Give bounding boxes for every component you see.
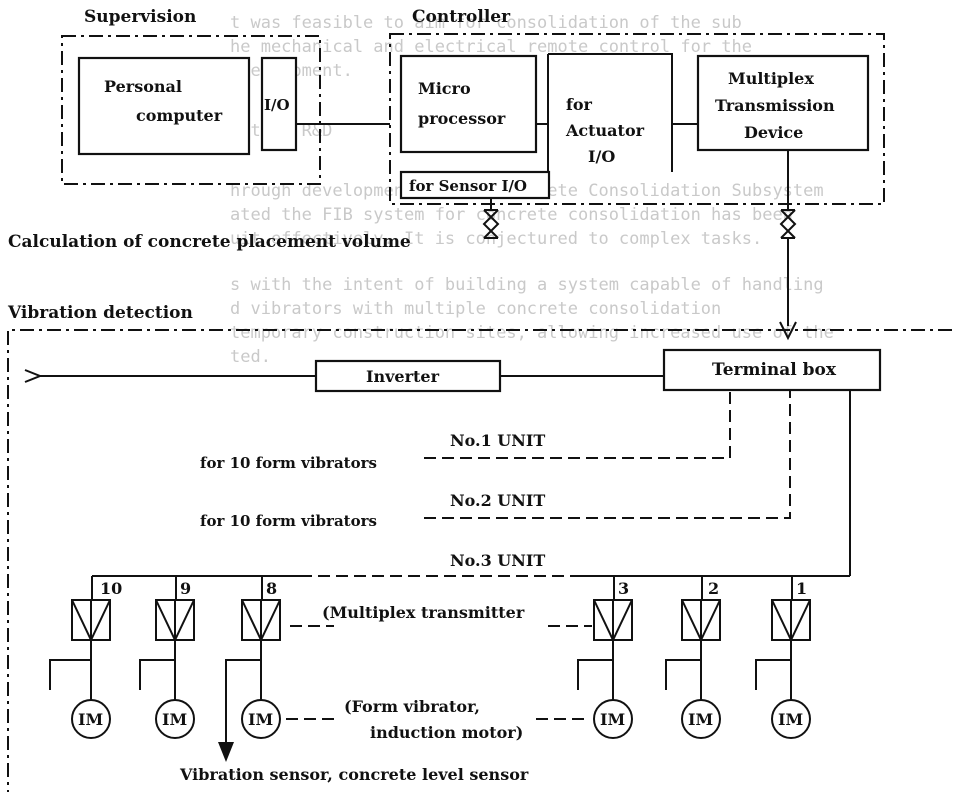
- bg-line-1: t was feasible to aim for consolidation …: [230, 13, 742, 33]
- multiplex-valve-icon: [779, 209, 797, 239]
- transmitter-2: 2 IM: [665, 576, 721, 739]
- unit1-description: for 10 form vibrators: [200, 454, 377, 472]
- unit1-line: [424, 390, 731, 459]
- microprocessor-block: [399, 54, 538, 154]
- sensor-label: Vibration sensor, concrete level sensor: [179, 765, 529, 784]
- motor-label: IM: [600, 710, 625, 729]
- controller-title: Controller: [412, 7, 511, 27]
- unit2-description: for 10 form vibrators: [200, 512, 377, 530]
- personal-computer-label-1: Personal: [104, 77, 182, 96]
- sensor-branch: [139, 640, 176, 690]
- terminal-box-label: Terminal box: [712, 360, 837, 380]
- transmitter-8: 8 IM: [218, 576, 281, 762]
- transmitter-icon: [681, 599, 721, 643]
- induction-motor-icon: [241, 699, 281, 739]
- personal-computer-block: [77, 56, 251, 156]
- induction-motor-icon: [681, 699, 721, 739]
- transmitter-icon: [771, 599, 811, 643]
- bg-line-2: he mechanical and electrical remote cont…: [230, 37, 752, 57]
- sensor-io-label: for Sensor I/O: [409, 177, 527, 195]
- motor-label: IM: [78, 710, 103, 729]
- transmitter-icon: [71, 599, 111, 643]
- actuator-io-label-1: for: [566, 95, 593, 114]
- transmitter-1: 1 IM: [755, 576, 811, 739]
- motor-label: IM: [248, 710, 273, 729]
- supervision-frame: [61, 35, 321, 185]
- multiplex-device-label-3: Device: [744, 123, 803, 142]
- multiplex-transmitter-label: (Multiplex transmitter: [322, 603, 525, 622]
- form-vibrator-label-1: (Form vibrator,: [344, 697, 480, 716]
- multiplex-device-label-2: Transmission: [715, 96, 835, 115]
- unit2-label: No.2 UNIT: [450, 491, 545, 510]
- motor-label: IM: [162, 710, 187, 729]
- sensor-io-block: [399, 170, 551, 200]
- bg-line-9: d vibrators with multiple concrete conso…: [230, 299, 721, 319]
- actuator-io-label-2: Actuator: [565, 121, 645, 140]
- actuator-io-label-3: I/O: [588, 147, 615, 166]
- vibration-detection-title: Vibration detection: [7, 303, 193, 323]
- supervision-title: Supervision: [84, 7, 196, 27]
- microprocessor-label-2: processor: [418, 109, 506, 128]
- inverter-label: Inverter: [366, 367, 440, 386]
- vibration-detection-frame: [7, 329, 952, 792]
- unit3-label: No.3 UNIT: [450, 551, 545, 570]
- calculation-label: Calculation of concrete placement volume: [8, 232, 411, 252]
- controller-frame: [389, 33, 885, 205]
- motor-label: IM: [688, 710, 713, 729]
- induction-motor-icon: [71, 699, 111, 739]
- microprocessor-label-1: Micro: [418, 79, 471, 98]
- unit2-line: [424, 390, 791, 519]
- bg-line-11: ted.: [230, 347, 271, 367]
- multiplex-device-block: [696, 54, 870, 152]
- induction-motor-icon: [155, 699, 195, 739]
- induction-motor-icon: [593, 699, 633, 739]
- unit1-label: No.1 UNIT: [450, 431, 545, 450]
- terminal-box-block: [662, 348, 882, 392]
- transmitter-number: 8: [266, 579, 277, 598]
- transmitter-number: 9: [180, 579, 191, 598]
- sensor-branch: [665, 640, 702, 690]
- transmitter-number: 3: [618, 579, 629, 598]
- transmitter-number: 1: [796, 579, 807, 598]
- sensor-branch: [577, 640, 614, 690]
- form-vibrator-label-2: induction motor): [370, 723, 523, 742]
- supervision-io-label: I/O: [264, 96, 290, 114]
- transmitter-9: 9 IM: [139, 576, 195, 739]
- sensor-branch: [49, 640, 92, 690]
- transmitter-number: 2: [708, 579, 719, 598]
- transmitter-icon: [593, 599, 633, 643]
- power-input-icon: [24, 369, 43, 383]
- personal-computer-label-2: computer: [136, 106, 223, 125]
- bg-line-8: s with the intent of building a system c…: [230, 275, 824, 295]
- transmitter-icon: [241, 599, 281, 643]
- arrow-down-icon: [779, 321, 797, 341]
- induction-motor-icon: [771, 699, 811, 739]
- transmitter-number: 10: [100, 579, 122, 598]
- transmitter-3: 3 IM: [577, 576, 633, 739]
- multiplex-device-label-1: Multiplex: [728, 69, 814, 88]
- transmitter-10: 10 IM: [49, 576, 122, 739]
- motor-label: IM: [778, 710, 803, 729]
- sensor-valve-icon: [482, 209, 500, 239]
- bg-line-10: temporary construction sites, allowing i…: [230, 323, 834, 343]
- sensor-branch: [755, 640, 792, 690]
- bg-line-6: ated the FIB system for concrete consoli…: [230, 205, 793, 225]
- supervision-io-block: [260, 56, 298, 152]
- sensor-arrow-icon: [218, 742, 234, 762]
- transmitter-icon: [155, 599, 195, 643]
